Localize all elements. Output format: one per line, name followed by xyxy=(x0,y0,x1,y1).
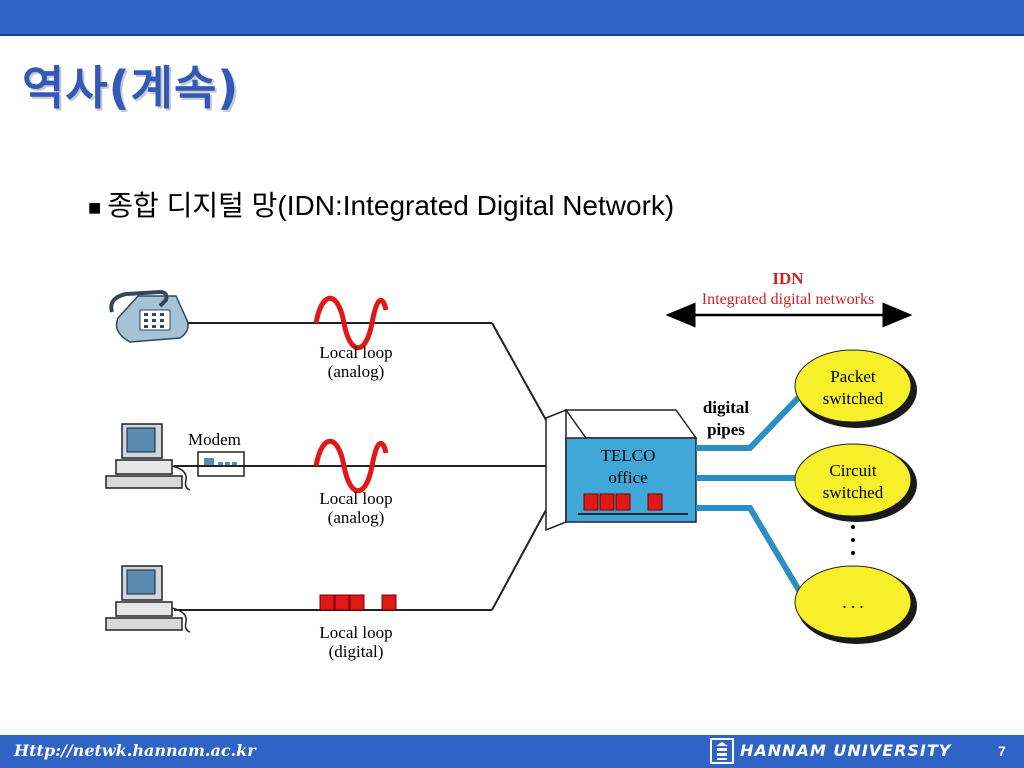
digital-pipes-label-2: pipes xyxy=(707,420,745,439)
analog-wave-2 xyxy=(313,438,389,494)
other-network xyxy=(794,565,917,644)
analog-wave-1 xyxy=(313,295,389,351)
local-loop-1-label: Local loop xyxy=(319,343,392,362)
digital-pipes xyxy=(696,393,803,594)
packet-switched-label: switched xyxy=(823,389,884,408)
top-banner-rule xyxy=(0,34,1024,36)
slide-title: 역사(계속) xyxy=(22,61,240,115)
converge-line-1 xyxy=(491,322,547,421)
footer-university: HANNAM UNIVERSITY xyxy=(740,741,952,760)
packet-label: Packet xyxy=(830,367,876,386)
telco-office-label: office xyxy=(608,468,647,487)
telephone-icon xyxy=(109,289,189,343)
telco-office-box xyxy=(545,408,698,532)
vertical-ellipsis xyxy=(851,525,855,555)
modem-label: Modem xyxy=(188,430,241,449)
local-loop-2-type: (analog) xyxy=(328,508,385,527)
circuit-label: Circuit xyxy=(829,461,876,480)
idn-subtitle: Integrated digital networks xyxy=(702,291,874,308)
local-loop-3-label: Local loop xyxy=(319,623,392,642)
computer-icon-1 xyxy=(105,423,191,491)
bullet-text: 종합 디지털 망(IDN:Integrated Digital Network) xyxy=(107,190,675,221)
circuit-switched-network xyxy=(794,443,917,522)
circuit-switched-label: switched xyxy=(823,483,884,502)
idn-label: IDN xyxy=(772,269,804,288)
local-loop-3-type: (digital) xyxy=(329,642,384,661)
other-network-label: . . . xyxy=(842,593,863,612)
digital-signal xyxy=(319,594,397,611)
footer-url[interactable]: Http://netwk.hannam.ac.kr xyxy=(14,741,256,760)
modem-icon xyxy=(197,451,245,477)
page-number: 7 xyxy=(998,743,1006,759)
bullet-mark: ■ xyxy=(88,195,102,220)
local-loop-2-label: Local loop xyxy=(319,489,392,508)
packet-switched-network xyxy=(794,349,917,428)
converge-line-3 xyxy=(491,509,547,611)
telco-label: TELCO xyxy=(601,446,656,465)
local-loop-1-type: (analog) xyxy=(328,362,385,381)
bullet-item: ■종합 디지털 망(IDN:Integrated Digital Network… xyxy=(88,184,674,224)
computer-icon-2 xyxy=(105,565,191,633)
digital-pipes-label: digital xyxy=(703,398,750,417)
university-logo-icon xyxy=(710,738,734,764)
footer-bar xyxy=(0,735,1024,768)
top-banner xyxy=(0,0,1024,34)
